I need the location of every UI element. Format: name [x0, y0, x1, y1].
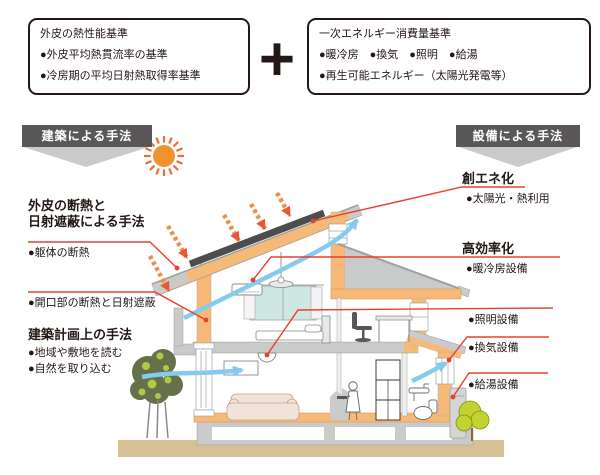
pointer-insulation [28, 241, 180, 271]
planning-bullet-site: ●地域や敷地を読む [28, 347, 123, 359]
airflow-arrows [141, 218, 448, 384]
envelope-standards-bullet: ●外皮平均熱貫流率の基準 [40, 49, 168, 61]
architectural-methods-banner: 建築による手法 [22, 125, 152, 147]
sunlight-arrows [148, 191, 292, 293]
equipment-methods-banner: 設備による手法 [456, 125, 580, 147]
pointer-efficiency [250, 256, 560, 283]
envelope-standards-box: 外皮の熱性能基準 ●外皮平均熱貫流率の基準 ●冷房期の平均日射熱取得率基準 [28, 18, 250, 95]
pointer-lines [28, 186, 560, 400]
primary-energy-bullet: ●再生可能エネルギー（太陽光発電等） [319, 70, 513, 82]
bed [255, 315, 331, 344]
chevron-down-left [20, 146, 152, 167]
primary-energy-standards-box: 一次エネルギー消費量基準 ●暖冷房 ●換気 ●照明 ●給湯 ●再生可能エネルギー… [307, 18, 591, 95]
interior-fixtures [223, 252, 467, 439]
shelf-unit [375, 359, 401, 421]
ceiling-dome-light [257, 352, 277, 363]
body-insulation-bullet: ●躯体の断熱 [28, 247, 90, 259]
tree-icon [130, 349, 183, 439]
balcony-wall [173, 307, 184, 347]
sofa [226, 393, 300, 421]
study-window [409, 302, 429, 332]
planning-heading: 建築計画上の手法 [28, 327, 133, 342]
bush-icon [455, 400, 490, 441]
toilet [413, 399, 438, 420]
desk [375, 315, 413, 342]
insulation-heading-line1: 外皮の断熱と [28, 198, 107, 213]
ventilation-equipment-bullet: ●換気設備 [468, 342, 519, 354]
lower-roof [330, 243, 471, 300]
hot-water-equipment-bullet: ●給湯設備 [468, 379, 519, 391]
office-chair [352, 312, 372, 342]
hvac-equipment-bullet: ●暖冷房設備 [466, 263, 528, 275]
pointer-ventilation [446, 336, 549, 363]
primary-energy-title: 一次エネルギー消費量基準 [319, 28, 451, 40]
second-floor-slab [192, 341, 419, 354]
planning-bullet-nature: ●自然を取り込む [28, 363, 112, 375]
efficiency-heading: 高効率化 [462, 241, 515, 256]
foundation [196, 419, 474, 446]
solar-panel [188, 209, 326, 268]
envelope-standards-bullet: ●冷房期の平均日射熱取得率基準 [40, 70, 201, 82]
pointer-hot-water [450, 372, 548, 400]
left-window [193, 342, 215, 417]
insulation-heading-line2: 日射遮蔽による手法 [28, 214, 145, 229]
pointer-energy-creation [310, 186, 525, 224]
sun-icon [144, 136, 184, 176]
opening-insulation-bullet: ●開口部の断熱と日射遮蔽 [28, 297, 156, 309]
pointer-openings [28, 291, 209, 323]
energy-creation-heading: 創エネ化 [462, 171, 515, 186]
person [337, 381, 361, 421]
solar-use-bullet: ●太陽光・熱利用 [466, 193, 550, 205]
chevron-down-right [456, 146, 580, 167]
pointer-lighting [264, 307, 554, 358]
lighting-equipment-bullet: ●照明設備 [468, 314, 519, 326]
pent-roof [406, 329, 467, 359]
envelope-standards-title: 外皮の熱性能基準 [40, 28, 128, 40]
plus-sign: + [258, 25, 296, 94]
bathroom-sink [408, 383, 430, 401]
primary-energy-bullet: ●暖冷房 ●換気 ●照明 ●給湯 [319, 49, 478, 61]
